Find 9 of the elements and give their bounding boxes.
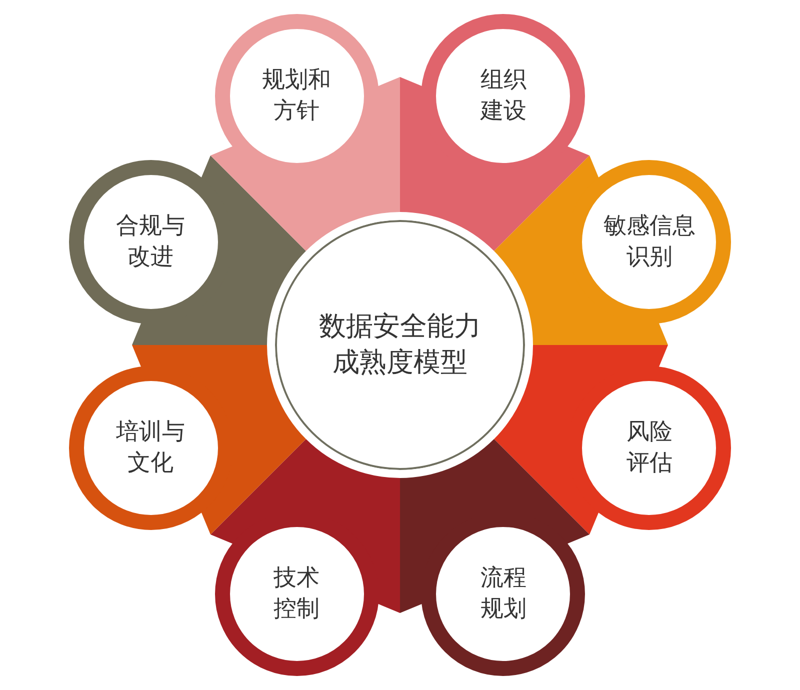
circle-label: 数据安全能力成熟度模型 (318, 310, 482, 380)
circle-label: 组织建设 (479, 66, 528, 126)
circle-label: 技术控制 (272, 564, 321, 624)
circle-label: 风险评估 (625, 418, 674, 478)
circle-label: 规划和方针 (261, 66, 332, 126)
circle-label: 敏感信息识别 (602, 212, 696, 272)
circle-label: 合规与改进 (115, 212, 186, 272)
circle-label: 流程规划 (479, 564, 528, 624)
circle-label: 培训与文化 (115, 418, 186, 478)
